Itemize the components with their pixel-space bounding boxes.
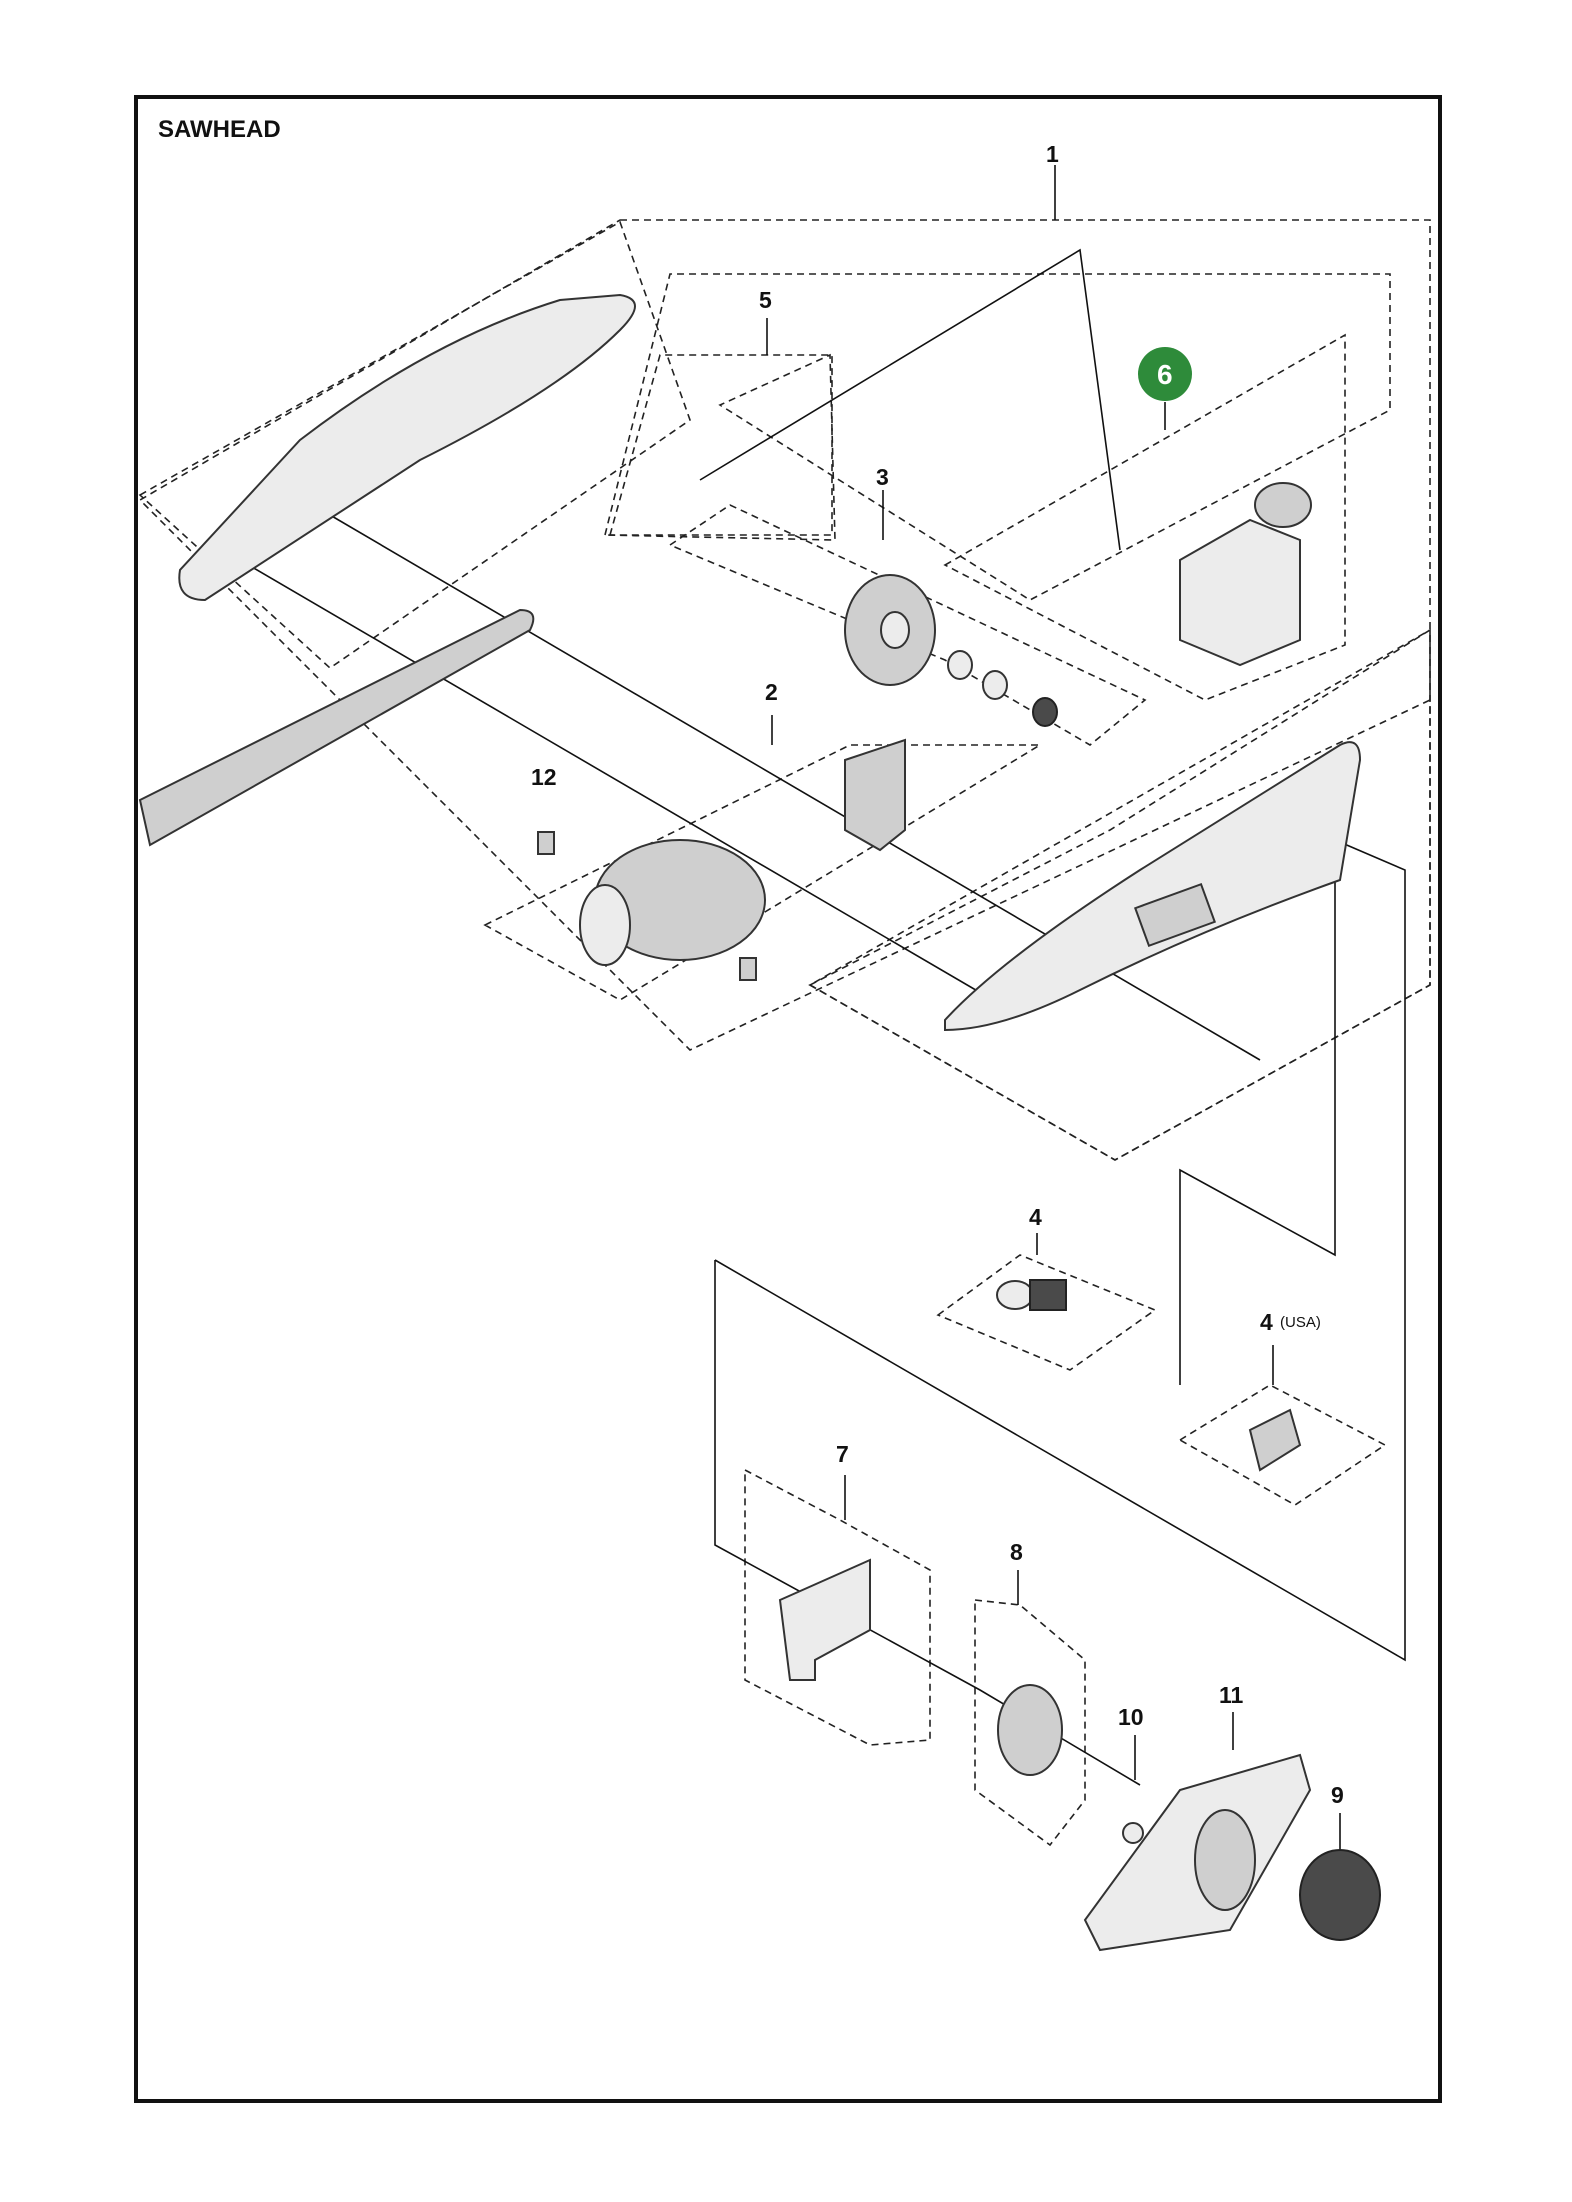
group-outline-7 [744,1468,931,1746]
callout-4-usa-suffix: (USA) [1280,1314,1321,1331]
washer-part [982,670,1008,700]
callout-6: 6 [1157,359,1173,390]
callout-10: 10 [1118,1704,1144,1730]
sprocket-part [1029,1279,1067,1311]
callout-3: 3 [876,464,889,490]
connector-line-long [714,1260,1141,1786]
connector-line-diag [239,559,1011,1011]
group-outline-right-housing [808,628,1431,1161]
o-ring-part [1122,1822,1144,1844]
sprocket-usa-part [1248,1408,1302,1472]
callout-5: 5 [759,287,772,313]
right-housing-part [944,741,1362,1032]
connector-line-diag-2 [329,514,1261,1061]
washer-part [1032,697,1058,727]
sprocket-washer-part [996,1280,1034,1310]
callout-6-badge [1138,347,1192,401]
diagram-frame [134,95,1442,2103]
callout-9: 9 [1331,1782,1344,1808]
guide-bar-part [138,608,535,847]
oil-tank-cap-part [1254,482,1312,528]
tension-knob-part [1299,1849,1381,1941]
group-outline-8 [974,1599,1086,1847]
leader-line-1-branch [699,248,1121,551]
group-outline-6 [943,333,1346,701]
group-outline-5-inner [608,354,833,536]
group-outline-housing-left [138,220,691,670]
callout-8: 8 [1010,1539,1023,1565]
callout-7: 7 [836,1441,849,1467]
group-outline-1 [138,219,1431,1161]
clutch-drum-part [997,1684,1063,1776]
page-title: SAWHEAD [158,116,281,143]
callout-2: 2 [765,679,778,705]
callout-1: 1 [1046,141,1059,167]
motor-mount-plate-part [844,738,906,852]
group-outline-5 [603,273,1391,601]
group-outline-2 [483,744,1043,1001]
group-outline-4-usa [1178,1384,1387,1506]
carbon-brush-part [739,957,757,981]
carbon-brush-part [537,831,555,855]
motor-end-cap-part [579,884,631,966]
tensioner-plate-part [778,1558,871,1681]
callout-12: 12 [531,764,557,790]
washer-part [947,650,973,680]
housing-vent-part [1133,882,1217,948]
gear-hub-part [880,611,910,649]
callout-4: 4 [1029,1204,1042,1230]
oil-tank-part [1179,518,1301,667]
callout-4-usa: 4 [1260,1309,1273,1335]
callout-11: 11 [1219,1682,1244,1708]
left-housing-part [178,293,636,602]
side-cover-window-part [1194,1809,1256,1911]
group-outline-4 [936,1254,1157,1371]
